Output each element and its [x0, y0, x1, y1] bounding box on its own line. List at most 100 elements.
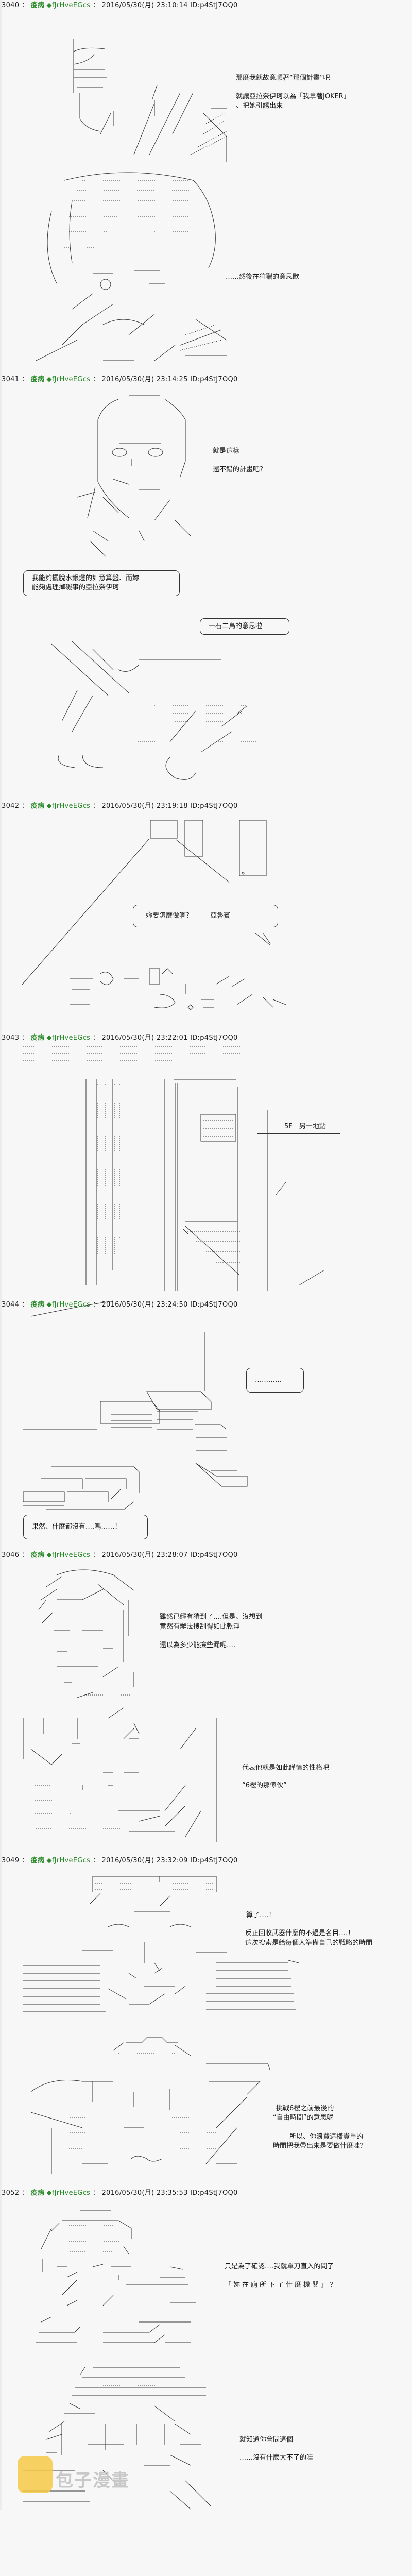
aa-3049-crowd-scene	[23, 1876, 299, 2012]
dialogue-line: 就是這樣	[213, 447, 240, 455]
dialogue-line: “6樓的那傢伙”	[242, 1782, 287, 1789]
bubble-line: …………	[255, 1376, 282, 1384]
post-header: 3041 ： 疫病 ◆fJrHveEGcs ： 2016/05/30(月) 23…	[2, 376, 238, 383]
ascii-art-layer	[21, 39, 325, 2510]
dialogue-line: 這次搜索是給每個人準備自己的戰略的時間	[245, 1939, 373, 1947]
aa-3040-face-with-hat	[36, 172, 227, 361]
aa-3041-hands-with-card	[51, 641, 258, 780]
dialogue-line: 「妳在廁所下了什麼機關」？	[225, 2281, 339, 2289]
bubble-line: 果然、什麼都沒有‥‥嗎‥‥‥！	[32, 1523, 122, 1531]
speech-bubble: 我能夠擺脫水銀燈的如意算盤、而妳 能夠處理掉礙事的亞拉奈伊珂	[23, 570, 180, 596]
post-id: ID:p4StJ7OQ0	[190, 802, 238, 810]
author-trip: ◆fJrHveEGcs	[46, 1551, 91, 1559]
dialogue-line: 雖然已經有猜到了‥‥但是、沒想到	[160, 1613, 263, 1621]
author-trip: ◆fJrHveEGcs	[46, 2189, 91, 2197]
post-number: 3049	[2, 1857, 20, 1865]
post-datetime: 2016/05/30(月) 23:24:50	[101, 1301, 188, 1309]
bubble-line: 我能夠擺脫水銀燈的如意算盤、而妳	[32, 574, 140, 582]
aa-3049-girl-with-hat	[30, 2037, 271, 2174]
author-name: 疫病	[30, 1857, 45, 1865]
author-trip: ◆fJrHveEGcs	[46, 1301, 91, 1309]
author-trip: ◆fJrHveEGcs	[46, 2, 91, 9]
author-name: 疫病	[30, 1034, 45, 1042]
post-header: 3046 ： 疫病 ◆fJrHveEGcs ： 2016/05/30(月) 23…	[2, 1551, 238, 1559]
post-id: ID:p4StJ7OQ0	[190, 2, 238, 9]
speech-bubble: 妳要怎麼做啊？ —— 亞魯賓	[133, 905, 278, 927]
post-datetime: 2016/05/30(月) 23:28:07	[101, 1551, 188, 1559]
dialogue-line: 那麼我就故意順著“那個計畫”吧	[236, 74, 330, 82]
post-number: 3042	[2, 802, 20, 810]
post-datetime: 2016/05/30(月) 23:32:09	[101, 1857, 188, 1865]
post-header: 3043 ： 疫病 ◆fJrHveEGcs ： 2016/05/30(月) 23…	[2, 1034, 238, 1042]
author-name: 疫病	[30, 1551, 45, 1559]
watermark-text: 包子漫畫	[56, 2470, 130, 2491]
aa-3043-dotted-lines	[23, 1046, 247, 1061]
post-number: 3041	[2, 376, 20, 383]
post-header: 3040 ： 疫病 ◆fJrHveEGcs ： 2016/05/30(月) 23…	[2, 2, 238, 9]
aa-3046-face-smiling	[38, 1569, 134, 1698]
aa-3052-girl-with-beret	[36, 2210, 196, 2343]
dialogue-line: 代表他就是如此謹慎的性格吧	[242, 1764, 330, 1772]
post-number: 3044	[2, 1301, 20, 1309]
post-header: 3042 ： 疫病 ◆fJrHveEGcs ： 2016/05/30(月) 23…	[2, 802, 238, 810]
post-id: ID:p4StJ7OQ0	[190, 1034, 238, 1042]
author-trip: ◆fJrHveEGcs	[46, 1857, 91, 1865]
author-trip: ◆fJrHveEGcs	[46, 1034, 91, 1042]
dialogue-line: 竟然有辦法搜刮得如此乾淨	[160, 1623, 241, 1631]
post-datetime: 2016/05/30(月) 23:14:25	[101, 376, 188, 383]
speech-bubble: 一石二鳥的意思啦	[200, 618, 289, 635]
dialogue-line: 反正回收武器什麼的不過是名目‥‥！	[245, 1929, 355, 1937]
post-number: 3052	[2, 2189, 20, 2197]
post-header: 3052 ： 疫病 ◆fJrHveEGcs ： 2016/05/30(月) 23…	[2, 2189, 238, 2197]
thread-page: 3040 ： 疫病 ◆fJrHveEGcs ： 2016/05/30(月) 23…	[0, 0, 373, 2510]
dialogue-line: 算了‥‥！	[246, 1911, 276, 1919]
post-id: ID:p4StJ7OQ0	[190, 1857, 238, 1865]
author-trip: ◆fJrHveEGcs	[46, 376, 91, 383]
aa-3046-face-closeup	[23, 1707, 217, 1842]
post-id: ID:p4StJ7OQ0	[190, 1551, 238, 1559]
post-number: 3040	[2, 2, 20, 9]
post-header: 3044 ： 疫病 ◆fJrHveEGcs ： 2016/05/30(月) 23…	[2, 1301, 238, 1309]
dialogue-line: 只是為了確認‥‥我就單刀直入的問了	[225, 2263, 334, 2270]
post-id: ID:p4StJ7OQ0	[190, 376, 238, 383]
post-number: 3046	[2, 1551, 20, 1559]
speech-bubble: …………	[246, 1368, 304, 1393]
author-name: 疫病	[30, 2, 45, 9]
author-name: 疫病	[30, 2189, 45, 2197]
dialogue-line: —— 所以、你浪費這樣貴重的	[274, 2133, 364, 2141]
dialogue-line: 時間把我帶出來是要做什麼哇？	[273, 2142, 367, 2150]
author-trip: ◆fJrHveEGcs	[46, 802, 91, 810]
author-name: 疫病	[30, 1301, 45, 1309]
author-name: 疫病	[30, 802, 45, 810]
bubble-line: 妳要怎麼做啊？ —— 亞魯賓	[146, 912, 231, 920]
post-id: ID:p4StJ7OQ0	[190, 2189, 238, 2197]
aa-3042-sound-effect	[70, 968, 286, 1010]
aa-3043-building-interior	[30, 1079, 325, 1317]
post-datetime: 2016/05/30(月) 23:35:53	[101, 2189, 188, 2197]
bubble-line: 一石二鳥的意思啦	[209, 622, 263, 630]
dialogue-line: ……沒有什麼大不了的哇	[239, 2454, 314, 2462]
aa-3041-bald-face	[77, 395, 191, 557]
dialogue-line: “自由時間”的意思呢	[273, 2114, 334, 2122]
dialogue-line: 還不錯的計畫吧？	[213, 466, 267, 473]
post-datetime: 2016/05/30(月) 23:10:14	[101, 2, 188, 9]
author-name: 疫病	[30, 376, 45, 383]
post-id: ID:p4StJ7OQ0	[190, 1301, 238, 1309]
dialogue-line: 就讓亞拉奈伊珂以為「我拿著JOKER」	[236, 93, 350, 100]
aa-3040-figure-with-card	[73, 39, 227, 162]
dialogue-line: 挑戰6樓之前最後的	[276, 2105, 334, 2112]
watermark-bun-logo-icon	[18, 2456, 53, 2493]
dialogue-line: 、把她引誘出來	[236, 102, 283, 110]
aa-3042-hallway-doors	[21, 820, 271, 986]
bubble-line: 能夠處理掉礙事的亞拉奈伊珂	[32, 584, 119, 591]
post-datetime: 2016/05/30(月) 23:22:01	[101, 1034, 188, 1042]
dialogue-line: ……然後在狩獵的意思歐	[226, 273, 300, 281]
aa-3052-girl-with-roses	[23, 2367, 212, 2510]
post-header: 3049 ： 疫病 ◆fJrHveEGcs ： 2016/05/30(月) 23…	[2, 1857, 238, 1865]
dialogue-line: 就知道你會問這個	[239, 2436, 294, 2444]
dialogue-line: 還以為多少能撿些漏呢‥‥	[160, 1641, 236, 1649]
aa-3044-bricks	[23, 1332, 248, 1510]
location-sign: 5F 另一地點	[258, 1120, 340, 1134]
speech-bubble: 果然、什麼都沒有‥‥嗎‥‥‥！	[23, 1515, 148, 1539]
post-datetime: 2016/05/30(月) 23:19:18	[101, 802, 188, 810]
